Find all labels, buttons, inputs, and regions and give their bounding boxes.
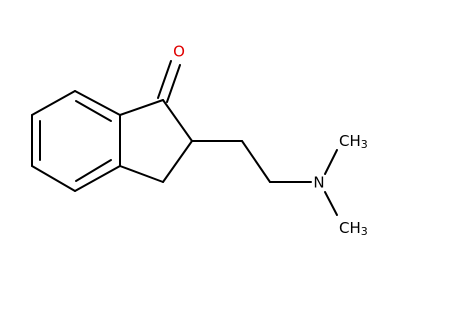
bond-ch2a-ch2b — [241, 140, 271, 183]
bond-n-me-bottom — [324, 191, 338, 216]
bond-co-1 — [157, 60, 172, 99]
methyl-bottom-sub: 3 — [361, 225, 368, 238]
cyclopentanone-ring — [119, 99, 193, 183]
bond-ring-inner-2 — [75, 159, 112, 182]
bond-c3a-c1 — [119, 99, 164, 116]
bond-c1-c2 — [162, 99, 193, 142]
bond-ring-6 — [31, 90, 76, 116]
ethyl-side-chain — [191, 140, 312, 183]
methyl-top-main: CH — [339, 132, 361, 150]
bond-c3-c7a — [119, 165, 164, 183]
n-methyl-bonds — [324, 149, 338, 216]
bond-ring-4 — [31, 165, 76, 192]
bond-c2-c3 — [162, 140, 193, 183]
bond-ring-inner-1 — [75, 100, 112, 122]
bond-ring-1 — [74, 90, 121, 116]
bond-co-2 — [166, 64, 181, 103]
bond-ring-3 — [74, 165, 121, 192]
methyl-top-sub: 3 — [361, 138, 368, 151]
carbonyl-double-bond — [157, 60, 181, 103]
methyl-bottom-main: CH — [339, 219, 361, 237]
benzene-ring — [31, 90, 121, 192]
nitrogen-atom-label: N — [313, 174, 324, 192]
methyl-bottom-label: CH3 — [339, 219, 368, 239]
methyl-top-label: CH3 — [339, 132, 368, 152]
oxygen-atom-label: O — [173, 43, 185, 61]
bond-n-me-top — [324, 149, 338, 175]
